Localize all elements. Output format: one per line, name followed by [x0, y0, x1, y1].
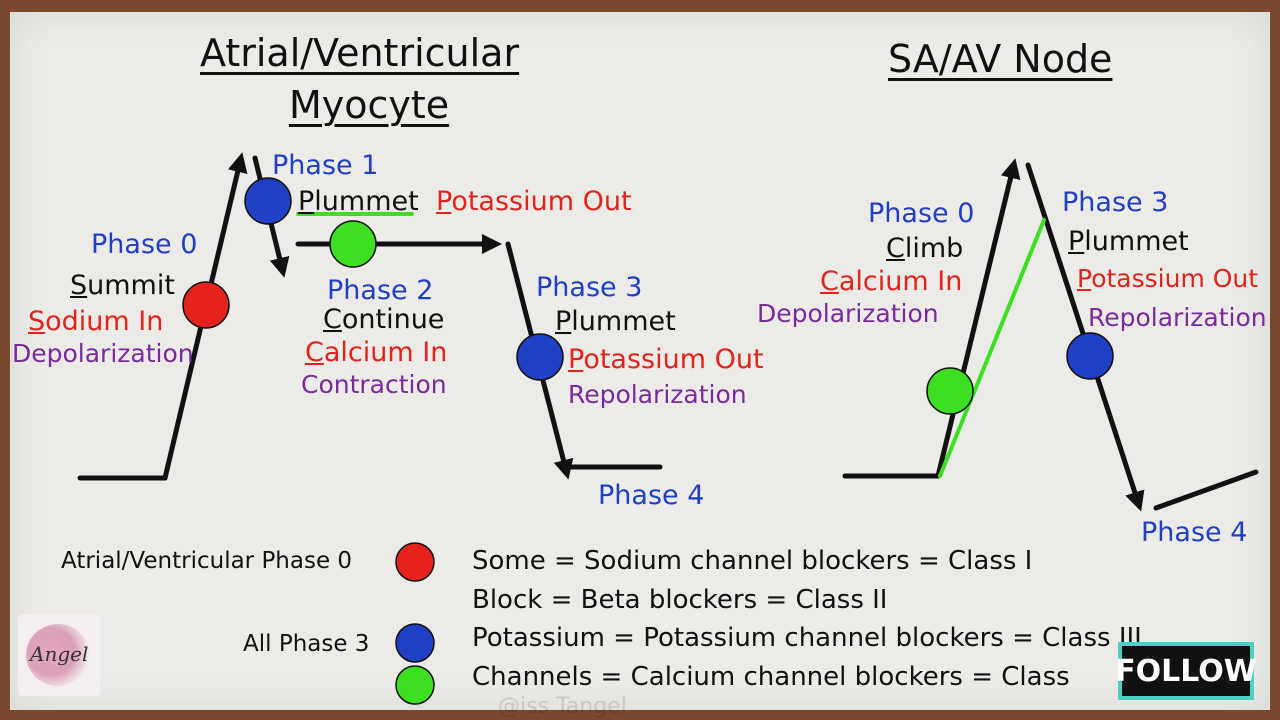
logo-watercolor-blob	[26, 624, 90, 686]
myocyte-phase0-ion: Sodium In	[28, 306, 164, 337]
node-phase3-blue-marker	[1066, 332, 1114, 380]
legend-key-blue-label: All Phase 3	[243, 631, 370, 657]
legend-line-class2: Block = Beta blockers = Class II	[472, 585, 888, 615]
myocyte-phase1-blue-marker	[244, 177, 292, 225]
logo-text: Angel	[30, 642, 89, 666]
whiteboard	[10, 12, 1270, 710]
myocyte-phase1-mnemonic: Plummet	[298, 186, 419, 217]
node-phase0-upstroke	[935, 158, 1021, 479]
legend-line-class3: Potassium = Potassium channel blockers =…	[472, 623, 1142, 653]
myocyte-phase2-effect: Contraction	[301, 370, 447, 399]
watermark-text: @iss Tangel	[498, 694, 627, 719]
node-phase3-mnemonic: Plummet	[1068, 226, 1189, 257]
myocyte-phase0-mnemonic: Summit	[70, 270, 175, 301]
node-phase3-label: Phase 3	[1062, 187, 1169, 218]
myocyte-phase2-ion: Calcium In	[305, 337, 448, 368]
myocyte-phase2-mnemonic: Continue	[323, 304, 445, 335]
myocyte-phase1-label: Phase 1	[272, 150, 379, 181]
myocyte-phase3-mnemonic: Plummet	[555, 306, 676, 337]
legend-blue-marker	[395, 623, 435, 663]
node-phase3-effect: Repolarization	[1088, 303, 1267, 332]
node-title: SA/AV Node	[888, 37, 1113, 81]
node-phase3-ion: Potassium Out	[1077, 264, 1259, 293]
node-phase4-label: Phase 4	[1141, 517, 1248, 548]
angel-logo: Angel	[18, 614, 100, 696]
myocyte-title-line1: Atrial/Ventricular	[200, 31, 520, 75]
legend-red-marker	[395, 542, 435, 582]
myocyte-phase3-blue-marker	[516, 333, 564, 381]
node-green-slope	[938, 218, 1046, 478]
myocyte-phase2-label: Phase 2	[327, 275, 434, 306]
myocyte-phase1-ion: Potassium Out	[436, 186, 632, 217]
node-phase0-mnemonic: Climb	[886, 233, 964, 264]
node-phase0-label: Phase 0	[868, 198, 975, 229]
legend-line-class4: Channels = Calcium channel blockers = Cl…	[472, 662, 1070, 692]
node-phase0-ion: Calcium In	[820, 266, 963, 297]
legend-key-red-label: Atrial/Ventricular Phase 0	[61, 548, 353, 574]
myocyte-phase2-green-marker	[329, 220, 377, 268]
myocyte-phase0-red-marker	[182, 281, 230, 329]
legend-green-marker	[395, 665, 435, 705]
myocyte-phase4-label: Phase 4	[598, 480, 705, 511]
myocyte-phase0-label: Phase 0	[91, 229, 198, 260]
follow-button[interactable]: FOLLOW	[1115, 642, 1257, 700]
node-phase0-green-marker	[926, 367, 974, 415]
legend-line-class1: Some = Sodium channel blockers = Class I	[472, 546, 1033, 576]
myocyte-phase3-ion: Potassium Out	[568, 344, 764, 375]
myocyte-phase0-effect: Depolarization	[12, 339, 194, 368]
myocyte-title-line2: Myocyte	[289, 83, 450, 127]
myocyte-phase3-effect: Repolarization	[568, 380, 747, 409]
myocyte-phase3-label: Phase 3	[536, 272, 643, 303]
node-phase0-effect: Depolarization	[757, 299, 939, 328]
node-phase4-slope	[1153, 469, 1259, 511]
